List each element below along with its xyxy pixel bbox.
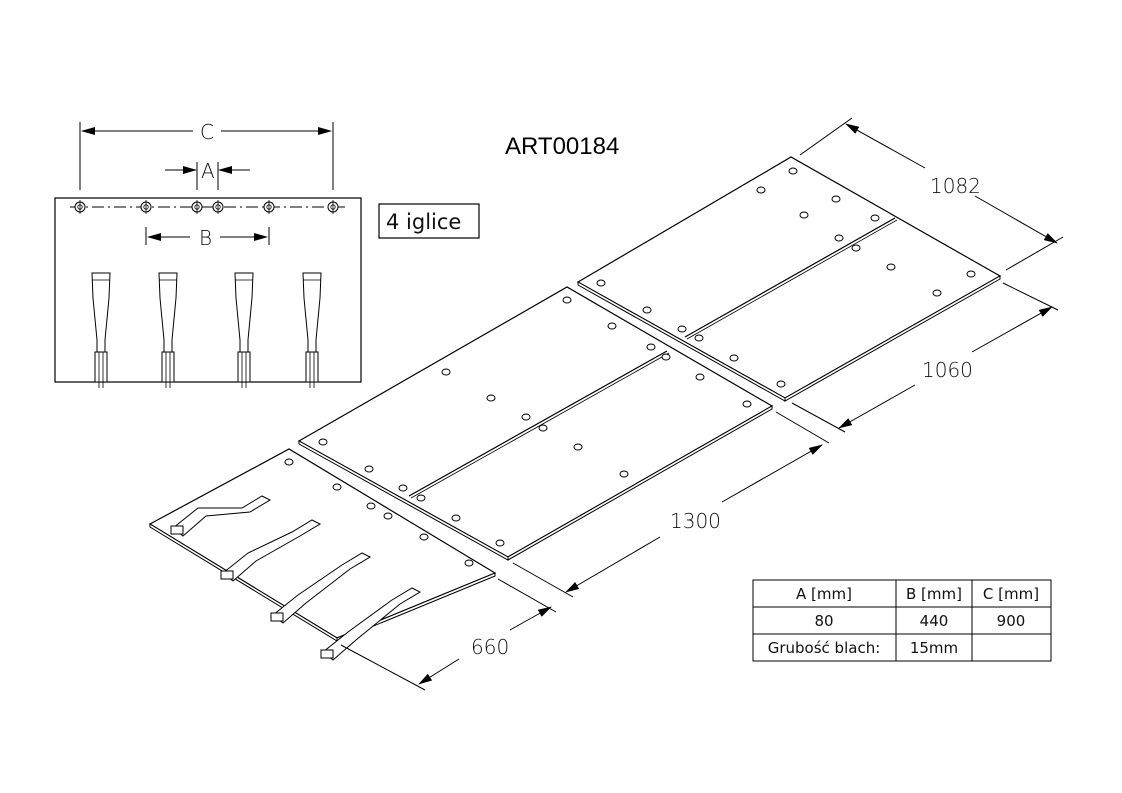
plate-hole <box>364 465 374 473</box>
detail-view: C A B <box>54 120 362 388</box>
detail-hole <box>140 200 152 214</box>
dim-1300: 1300 <box>512 411 830 598</box>
plate-hole <box>776 380 786 388</box>
plate-hole <box>495 539 505 547</box>
detail-needle <box>234 272 254 388</box>
plate-hole <box>694 334 704 342</box>
detail-hole <box>74 200 86 214</box>
plate-hole <box>464 559 474 567</box>
plate-hole <box>416 494 426 502</box>
detail-holes <box>74 200 339 214</box>
plate-hole <box>318 438 328 446</box>
needle-note: 4 iglice <box>378 203 480 239</box>
plate-hole <box>366 502 376 510</box>
drawing-title: ART00184 <box>505 133 619 160</box>
dim-c-label: C <box>200 120 214 144</box>
plate-hole <box>419 533 429 541</box>
top-plate <box>576 156 1002 402</box>
plate-hole <box>596 279 606 287</box>
detail-hole <box>327 200 339 214</box>
plate-hole <box>788 167 798 175</box>
plate-hole <box>966 270 976 278</box>
table-value-a: 80 <box>814 612 833 630</box>
detail-hole <box>191 200 203 214</box>
detail-needles <box>91 272 322 388</box>
table-thickness-label: Grubość blach: <box>768 639 881 657</box>
plate-hole <box>851 244 861 252</box>
plate-hole <box>332 483 342 491</box>
plate-hole <box>834 234 844 242</box>
needle-count-note: 4 iglice <box>386 210 461 234</box>
detail-hole <box>212 200 224 214</box>
dim-1060: 1060 <box>791 282 1059 433</box>
plate-hole <box>742 400 752 408</box>
plate-hole <box>886 263 896 271</box>
spec-table: A [mm] B [mm] C [mm] 80 440 900 Grubość … <box>752 579 1052 662</box>
detail-needle <box>158 272 178 388</box>
plate-hole <box>441 368 451 376</box>
plate-hole <box>799 211 809 219</box>
plate-hole <box>729 354 739 362</box>
plate-hole <box>619 470 629 478</box>
table-value-c: 900 <box>997 612 1026 630</box>
plate-hole <box>661 353 671 361</box>
dim-b-label: B <box>199 226 212 250</box>
dim-660-label: 660 <box>471 635 509 659</box>
plate-hole <box>756 186 766 194</box>
plate-hole <box>451 514 461 522</box>
plate-hole <box>573 443 583 451</box>
dim-1082-label: 1082 <box>930 174 981 198</box>
front-needle <box>320 587 422 661</box>
table-header-a: A [mm] <box>796 585 852 603</box>
dim-1060-label: 1060 <box>922 358 973 382</box>
plate-hole <box>486 394 496 402</box>
dim-660: 660 <box>340 578 557 691</box>
plate-hole <box>695 373 705 381</box>
table-header-b: B [mm] <box>906 585 962 603</box>
plate-hole <box>870 214 880 222</box>
middle-plate <box>297 286 774 561</box>
front-needles <box>170 495 422 661</box>
plate-hole <box>538 424 548 432</box>
dim-a-label: A <box>201 159 215 183</box>
plate-hole <box>677 325 687 333</box>
front-needle <box>220 519 322 582</box>
front-plate <box>148 448 497 661</box>
plate-hole <box>642 306 652 314</box>
front-needle <box>270 552 372 624</box>
dim-1082: 1082 <box>799 117 1064 271</box>
plate-hole <box>284 458 294 466</box>
dim-1300-label: 1300 <box>670 509 721 533</box>
plate-hole <box>607 322 617 330</box>
plate-holes <box>284 167 976 567</box>
detail-needle <box>91 272 111 388</box>
plate-hole <box>383 512 393 520</box>
table-value-b: 440 <box>920 612 949 630</box>
plate-hole <box>562 296 572 304</box>
detail-hole <box>263 200 275 214</box>
table-thickness-value: 15mm <box>910 639 958 657</box>
detail-needle <box>302 272 322 388</box>
plate-hole <box>398 484 408 492</box>
plate-hole <box>932 289 942 297</box>
front-needle <box>170 495 272 537</box>
plate-hole <box>646 343 656 351</box>
plate-hole <box>831 195 841 203</box>
plate-hole <box>521 413 531 421</box>
table-header-c: C [mm] <box>983 585 1039 603</box>
